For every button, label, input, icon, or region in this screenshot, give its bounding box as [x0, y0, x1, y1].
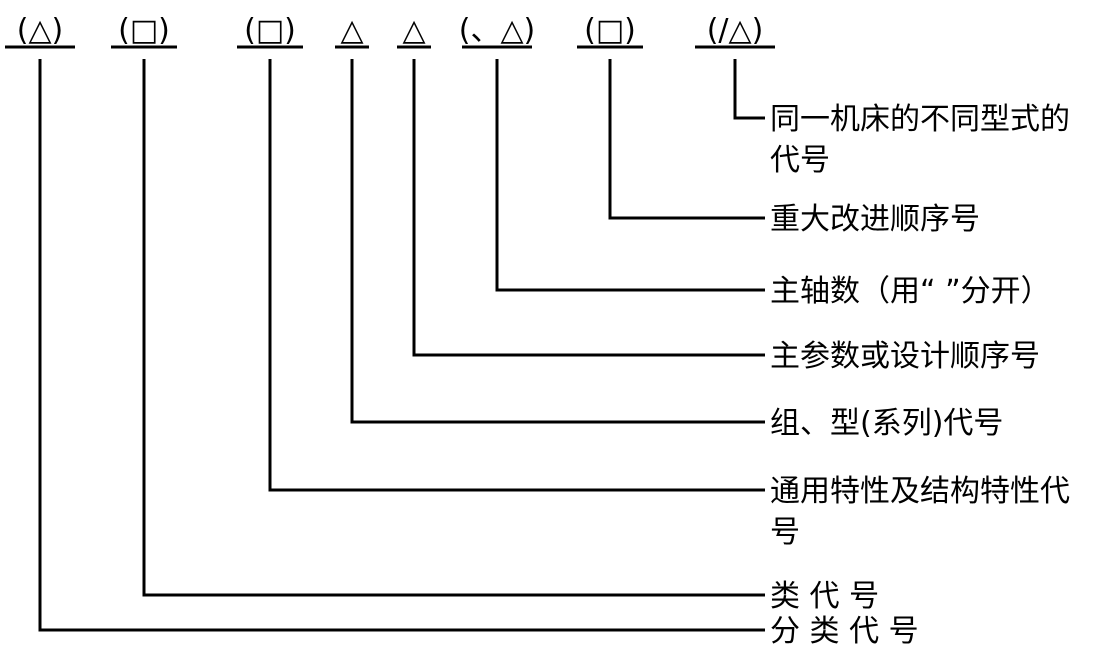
component-label: 主轴数（用“ ”分开）: [770, 274, 1051, 309]
component-label: 分 类 代 号: [770, 614, 919, 649]
connector-line: [38, 59, 765, 632]
connector-line: [142, 59, 765, 597]
code-symbol: (□): [584, 13, 636, 48]
component-label: 重大改进顺序号: [770, 202, 980, 237]
code-symbol: △: [402, 13, 425, 48]
connector-line: [412, 59, 765, 357]
component-label: 类 代 号: [770, 579, 879, 614]
connector-lines: [38, 59, 765, 632]
component-label: 主参数或设计顺序号: [770, 339, 1040, 374]
component-label: 同一机床的不同型式的: [770, 102, 1070, 137]
code-symbol: △: [340, 13, 363, 48]
component-label: 号: [770, 515, 800, 550]
connector-line: [733, 59, 765, 120]
code-symbol: (□): [244, 13, 296, 48]
connector-line: [495, 59, 765, 292]
code-symbol: (、△): [459, 13, 535, 48]
connector-line: [608, 59, 765, 220]
component-label: 代号: [770, 143, 830, 178]
code-symbol: (△): [17, 13, 63, 48]
code-symbols: (△) (□) (□) △ △ (、△) (□) (/△): [5, 13, 775, 49]
component-label: 通用特性及结构特性代: [770, 474, 1070, 509]
code-symbol: (/△): [707, 13, 764, 48]
connector-line: [268, 59, 765, 492]
component-label: 组、型(系列)代号: [770, 406, 1003, 441]
connector-line: [350, 59, 765, 424]
code-symbol: (□): [118, 13, 170, 48]
